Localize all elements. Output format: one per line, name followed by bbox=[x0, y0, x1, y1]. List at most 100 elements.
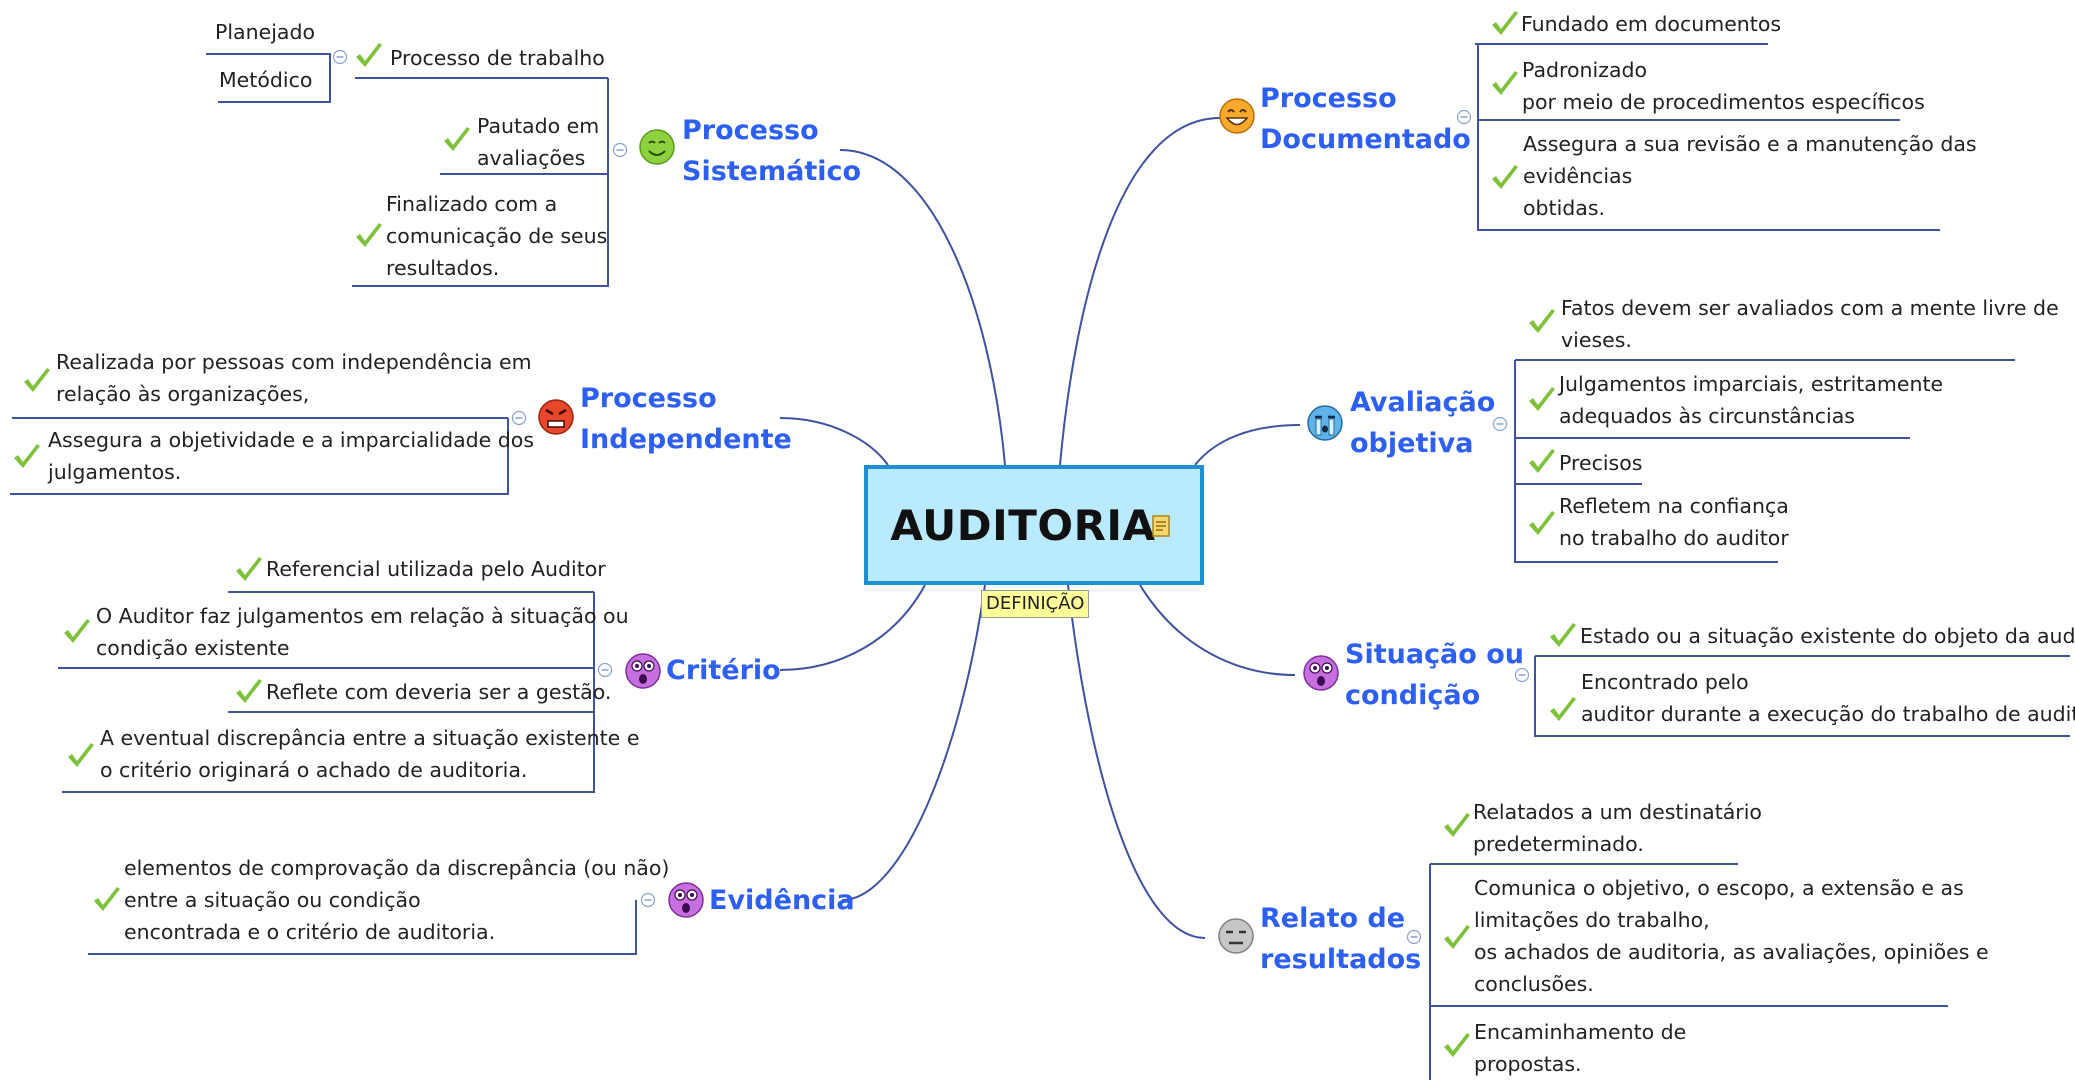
branch-title-criterio[interactable]: Critério bbox=[666, 650, 781, 691]
grin-face-icon bbox=[1219, 98, 1255, 134]
leaf-line: vieses. bbox=[1561, 328, 1632, 352]
check-icon bbox=[1492, 71, 1518, 95]
leaf-line: Realizada por pessoas com independência … bbox=[56, 350, 532, 374]
leaf-line: predeterminado. bbox=[1473, 832, 1644, 856]
leaf-line: Comunica o objetivo, o escopo, a extensã… bbox=[1474, 876, 1964, 900]
branch-title-independente[interactable]: Processo Independente bbox=[580, 378, 792, 460]
leaf-line: A eventual discrepância entre a situação… bbox=[100, 726, 640, 750]
collapse-icon[interactable] bbox=[511, 410, 527, 426]
leaf-text: elementos de comprovação da discrepância… bbox=[124, 852, 669, 948]
collapse-icon[interactable] bbox=[640, 892, 656, 908]
check-icon bbox=[1550, 623, 1576, 647]
leaf-line: os achados de auditoria, as avaliações, … bbox=[1474, 940, 1989, 964]
branch-title-documentado[interactable]: Processo Documentado bbox=[1260, 78, 1471, 160]
angry-face-icon bbox=[538, 399, 574, 435]
collapse-icon[interactable] bbox=[1456, 109, 1472, 125]
crying-face-icon bbox=[1307, 405, 1343, 441]
check-icon bbox=[356, 43, 382, 67]
branch-title-line: Documentado bbox=[1260, 124, 1471, 155]
check-icon bbox=[236, 557, 262, 581]
check-icon bbox=[68, 743, 94, 767]
leaf-line: Relatados a um destinatário bbox=[1473, 800, 1762, 824]
check-icon bbox=[1444, 1033, 1470, 1057]
leaf-line: condição existente bbox=[96, 636, 290, 660]
leaf-line: Encontrado pelo bbox=[1581, 670, 1749, 694]
leaf-text: Finalizado com a comunicação de seus res… bbox=[386, 188, 607, 284]
leaf-text: Referencial utilizada pelo Auditor bbox=[266, 557, 606, 581]
check-icon bbox=[94, 887, 120, 911]
branch-title-evidencia[interactable]: Evidência bbox=[709, 880, 855, 921]
leaf-line: evidências bbox=[1523, 164, 1633, 188]
surprised-face-icon bbox=[625, 653, 661, 689]
leaf-line: Pautado em bbox=[477, 114, 600, 138]
check-icon bbox=[64, 619, 90, 643]
leaf-line: no trabalho do auditor bbox=[1559, 526, 1789, 550]
leaf-text: Planejado bbox=[215, 20, 316, 44]
branch-title-sistematico[interactable]: Processo Sistemático bbox=[682, 110, 861, 192]
branch-title-line: Situação ou bbox=[1345, 639, 1524, 670]
connector-avaliacao bbox=[1194, 424, 1301, 466]
leaf-text: Fundado em documentos bbox=[1521, 12, 1782, 36]
branch-title-line: resultados bbox=[1260, 944, 1422, 975]
leaf-text: Metódico bbox=[219, 68, 313, 92]
branch-title-line: Sistemático bbox=[682, 156, 862, 187]
leaf-line: propostas. bbox=[1474, 1052, 1582, 1076]
branch-title-avaliacao[interactable]: Avaliação objetiva bbox=[1350, 382, 1495, 464]
leaf-line: Finalizado com a bbox=[386, 192, 558, 216]
definition-label[interactable]: DEFINIÇÃO bbox=[981, 590, 1090, 618]
leaf-text: Processo de trabalho bbox=[390, 46, 605, 70]
check-icon bbox=[1444, 925, 1470, 949]
leaf-text: Reflete com deveria ser a gestão. bbox=[266, 680, 612, 704]
leaf-text: Realizada por pessoas com independência … bbox=[56, 346, 532, 410]
leaf-text: Encontrado pelo auditor durante a execuç… bbox=[1581, 666, 2075, 730]
connector-independente bbox=[779, 417, 889, 466]
collapse-icon[interactable] bbox=[1514, 667, 1530, 683]
branch-title-line: Avaliação bbox=[1350, 387, 1496, 418]
check-icon bbox=[1529, 449, 1555, 473]
note-icon[interactable] bbox=[1152, 515, 1170, 537]
branch-title-line: condição bbox=[1345, 680, 1481, 711]
check-icon bbox=[1529, 387, 1555, 411]
collapse-icon[interactable] bbox=[1492, 416, 1508, 432]
leaf-text: Refletem na confiança no trabalho do aud… bbox=[1559, 490, 1789, 554]
leaf-line: resultados. bbox=[386, 256, 500, 280]
collapse-icon[interactable] bbox=[597, 662, 613, 678]
collapse-icon[interactable] bbox=[612, 142, 628, 158]
leaf-line: Assegura a sua revisão e a manutenção da… bbox=[1523, 132, 1977, 156]
leaf-text: Comunica o objetivo, o escopo, a extensã… bbox=[1474, 872, 1989, 1000]
leaf-text: Pautado em avaliações bbox=[477, 110, 599, 174]
branch-title-line: Relato de bbox=[1260, 903, 1406, 934]
branch-title-relato[interactable]: Relato de resultados bbox=[1260, 898, 1421, 980]
leaf-text: Encaminhamento de propostas. bbox=[1474, 1016, 1686, 1080]
leaf-line: encontrada e o critério de auditoria. bbox=[124, 920, 496, 944]
leaf-line: por meio de procedimentos específicos bbox=[1522, 90, 1925, 114]
connector-relato bbox=[1067, 584, 1206, 939]
connector-documentado bbox=[1059, 117, 1221, 466]
connector-criterio bbox=[779, 584, 926, 671]
leaf-line: Julgamentos imparciais, estritamente bbox=[1559, 372, 1944, 396]
leaf-text: Assegura a sua revisão e a manutenção da… bbox=[1523, 128, 1977, 224]
check-icon bbox=[444, 127, 470, 151]
leaf-line: elementos de comprovação da discrepância… bbox=[124, 856, 670, 880]
leaf-line: Encaminhamento de bbox=[1474, 1020, 1687, 1044]
check-icon bbox=[356, 223, 382, 247]
leaf-text: Padronizado por meio de procedimentos es… bbox=[1522, 54, 1925, 118]
collapse-icon[interactable] bbox=[1406, 929, 1422, 945]
check-icon bbox=[1444, 813, 1470, 837]
leaf-line: comunicação de seus bbox=[386, 224, 608, 248]
leaf-line: o critério originará o achado de auditor… bbox=[100, 758, 528, 782]
central-title: AUDITORIA bbox=[890, 500, 1156, 550]
leaf-line: julgamentos. bbox=[48, 460, 182, 484]
central-topic[interactable]: AUDITORIA bbox=[864, 465, 1204, 585]
check-icon bbox=[236, 679, 262, 703]
branch-title-line: objetiva bbox=[1350, 428, 1474, 459]
connector-sistematico bbox=[839, 149, 1006, 466]
check-icon bbox=[1492, 11, 1518, 35]
branch-title-line: Evidência bbox=[709, 885, 855, 916]
check-icon bbox=[24, 368, 50, 392]
check-icon bbox=[1529, 511, 1555, 535]
leaf-text: A eventual discrepância entre a situação… bbox=[100, 722, 639, 786]
leaf-line: limitações do trabalho, bbox=[1474, 908, 1710, 932]
collapse-icon[interactable] bbox=[332, 49, 348, 65]
branch-title-situacao[interactable]: Situação ou condição bbox=[1345, 634, 1524, 716]
